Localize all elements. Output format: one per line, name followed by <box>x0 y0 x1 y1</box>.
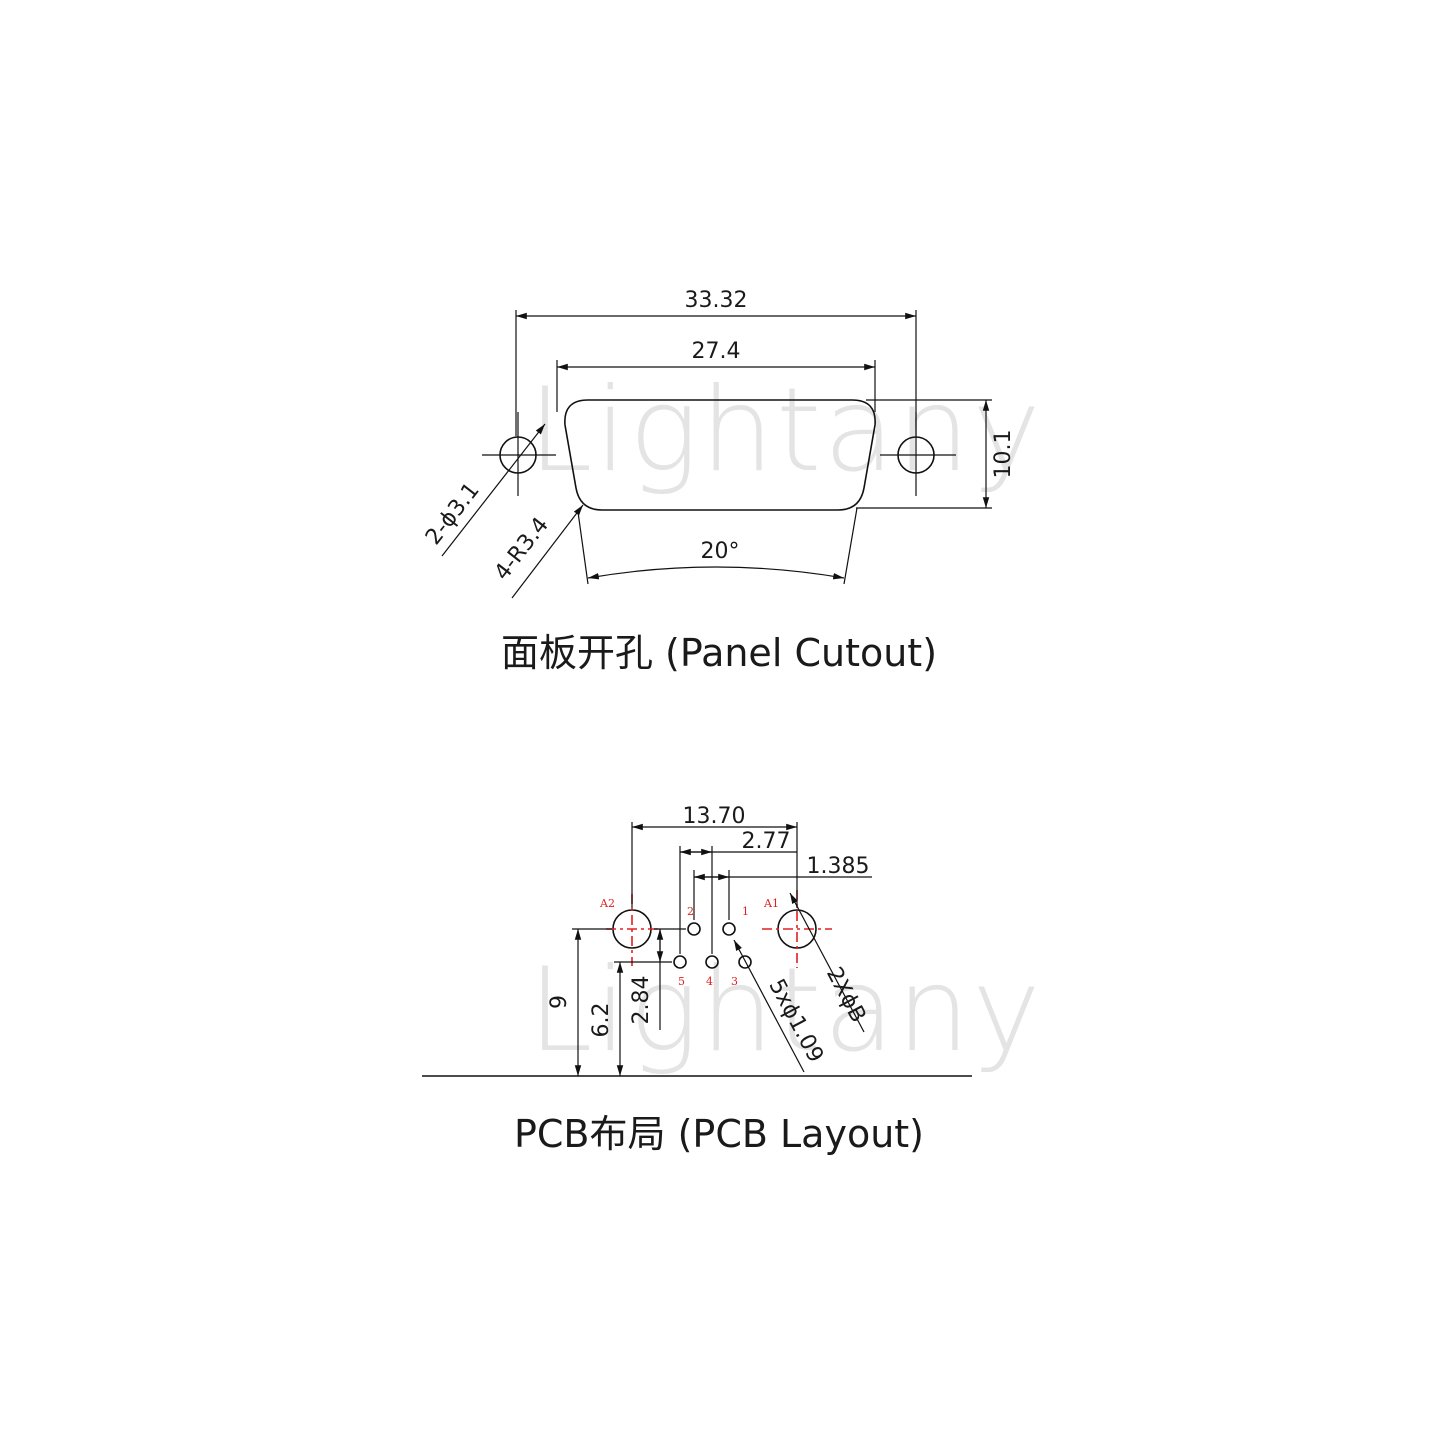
pin-label-5: 5 <box>678 975 685 988</box>
dim-overall-width: 33.32 <box>685 288 748 313</box>
dim-row-spacing: 2.84 <box>629 976 654 1025</box>
pin-2 <box>687 922 701 936</box>
pin-label-2: 2 <box>687 905 694 918</box>
pin-1 <box>722 922 736 936</box>
dim-a-height: 9 <box>547 995 572 1009</box>
dim-half-pitch: 1.385 <box>807 854 870 879</box>
pin-label-a1: A1 <box>763 897 779 910</box>
pin-3 <box>738 955 752 969</box>
dim-a-span: 13.70 <box>683 804 746 829</box>
pin-label-1: 1 <box>742 905 749 918</box>
dim-angle: 20° <box>701 539 740 564</box>
dim-shell-width: 27.4 <box>692 339 741 364</box>
dim-height: 10.1 <box>991 430 1016 479</box>
dim-radius: 4-R3.4 <box>490 513 554 585</box>
pin-label-4: 4 <box>706 975 713 988</box>
watermark-top: Lightany <box>528 363 1043 498</box>
dim-row1-height: 6.2 <box>589 1003 614 1038</box>
d-shell-outline <box>564 399 876 511</box>
panel-cutout-caption: 面板开孔 (Panel Cutout) <box>501 631 937 675</box>
pin-4 <box>705 955 719 969</box>
dim-pin-pitch: 2.77 <box>742 829 791 854</box>
watermark-bottom: Lightany <box>528 943 1043 1078</box>
pin-label-3: 3 <box>731 975 738 988</box>
pin-5 <box>673 955 687 969</box>
pin-label-a2: A2 <box>599 897 615 910</box>
pcb-layout-caption: PCB布局 (PCB Layout) <box>514 1112 924 1156</box>
